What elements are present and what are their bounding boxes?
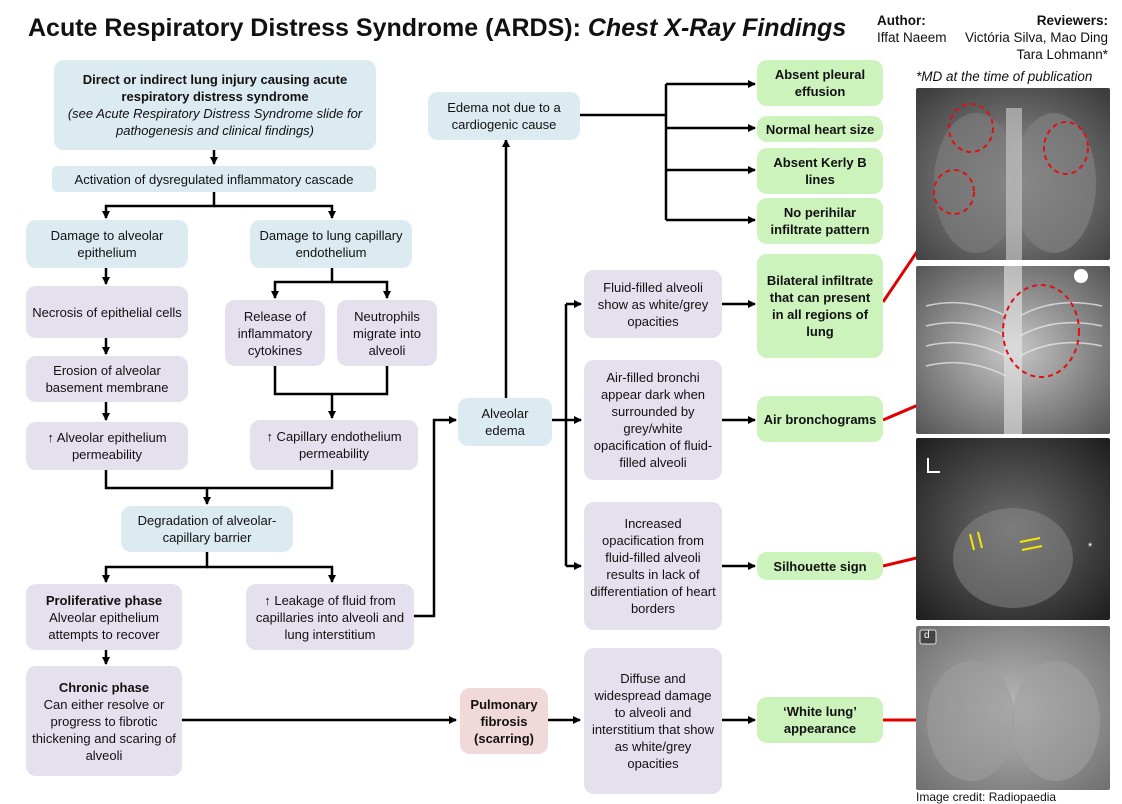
necrosis-box: Necrosis of epithelial cells — [26, 286, 188, 338]
finding-absent-kerley-b-lines: Absent Kerly B lines — [757, 148, 883, 194]
proliferative-text: Alveolar epithelium attempts to recover — [48, 609, 160, 642]
pulmonary-fibrosis-box: Pulmonary fibrosis (scarring) — [460, 688, 548, 754]
xray-bilateral-graphic — [916, 88, 1110, 260]
inflammatory-cascade-box: Activation of dysregulated inflammatory … — [52, 166, 376, 192]
reviewers-label: Reviewers: — [1036, 13, 1108, 28]
lung-injury-box: Direct or indirect lung injury causing a… — [54, 60, 376, 150]
finding-no-perihilar-infiltrate: No perihilar infiltrate pattern — [757, 198, 883, 244]
diffuse-damage-box: Diffuse and widespread damage to alveoli… — [584, 648, 722, 794]
chronic-title: Chronic phase — [58, 679, 150, 695]
title-subtitle: Chest X-Ray Findings — [587, 14, 847, 42]
damage-endothelium-box: Damage to lung capillary endothelium — [250, 220, 412, 268]
reviewers-line2: Tara Lohmann* — [1016, 47, 1108, 62]
reviewers-block: Reviewers: Victória Silva, Mao Ding Tara… — [950, 12, 1108, 63]
proliferative-phase-box: Proliferative phase Alveolar epithelium … — [26, 584, 182, 650]
epithelium-permeability-box: ↑ Alveolar epithelium permeability — [26, 422, 188, 470]
xray-panel-label: d — [924, 630, 930, 641]
finding-bilateral-infiltrate: Bilateral infiltrate that can present in… — [757, 254, 883, 358]
barrier-degradation-box: Degradation of alveolar-capillary barrie… — [121, 506, 293, 552]
capillary-permeability-box: ↑ Capillary endothelium permeability — [250, 420, 418, 470]
erosion-box: Erosion of alveolar basement membrane — [26, 356, 188, 402]
alveolar-edema-box: Alveolar edema — [458, 398, 552, 446]
publication-note: *MD at the time of publication — [916, 69, 1093, 84]
xray-image-bilateral — [916, 88, 1110, 260]
author-label: Author: — [877, 13, 926, 28]
air-filled-bronchi-box: Air-filled bronchi appear dark when surr… — [584, 360, 722, 480]
lung-injury-text: Direct or indirect lung injury causing a… — [82, 72, 348, 104]
lung-injury-note: (see Acute Respiratory Distress Syndrome… — [67, 106, 363, 138]
neutrophils-box: Neutrophils migrate into alveoli — [337, 300, 437, 366]
finding-absent-pleural-effusion: Absent pleural effusion — [757, 60, 883, 106]
cytokines-box: Release of inflammatory cytokines — [225, 300, 325, 366]
xray-air-bronchograms-graphic — [916, 266, 1110, 434]
xray-image-air-bronchograms — [916, 266, 1110, 434]
fluid-leakage-box: ↑ Leakage of fluid from capillaries into… — [246, 584, 414, 650]
chronic-text: Can either resolve or progress to fibrot… — [32, 696, 176, 763]
finding-white-lung: ‘White lung’ appearance — [757, 697, 883, 743]
increased-opacification-box: Increased opacification from fluid-fille… — [584, 502, 722, 630]
chronic-phase-box: Chronic phase Can either resolve or prog… — [26, 666, 182, 776]
proliferative-title: Proliferative phase — [45, 592, 163, 608]
reviewers-line1: Victória Silva, Mao Ding — [964, 30, 1108, 45]
xray-white-lung-graphic — [916, 626, 1110, 790]
fluid-filled-alveoli-box: Fluid-filled alveoli show as white/grey … — [584, 270, 722, 338]
author-block: Author: Iffat Naeem — [877, 12, 947, 46]
finding-air-bronchograms: Air bronchograms — [757, 396, 883, 442]
svg-text:*: * — [1088, 541, 1093, 553]
finding-silhouette-sign: Silhouette sign — [757, 552, 883, 580]
xray-image-silhouette: * — [916, 438, 1110, 620]
xray-image-white-lung: d — [916, 626, 1110, 790]
page-title: Acute Respiratory Distress Syndrome (ARD… — [28, 14, 847, 42]
finding-normal-heart-size: Normal heart size — [757, 116, 883, 142]
damage-epithelium-box: Damage to alveolar epithelium — [26, 220, 188, 268]
xray-silhouette-graphic: * — [916, 438, 1110, 620]
image-credit: Image credit: Radiopaedia — [916, 790, 1057, 804]
author-name: Iffat Naeem — [877, 30, 947, 45]
non-cardiogenic-edema-box: Edema not due to a cardiogenic cause — [428, 92, 580, 140]
